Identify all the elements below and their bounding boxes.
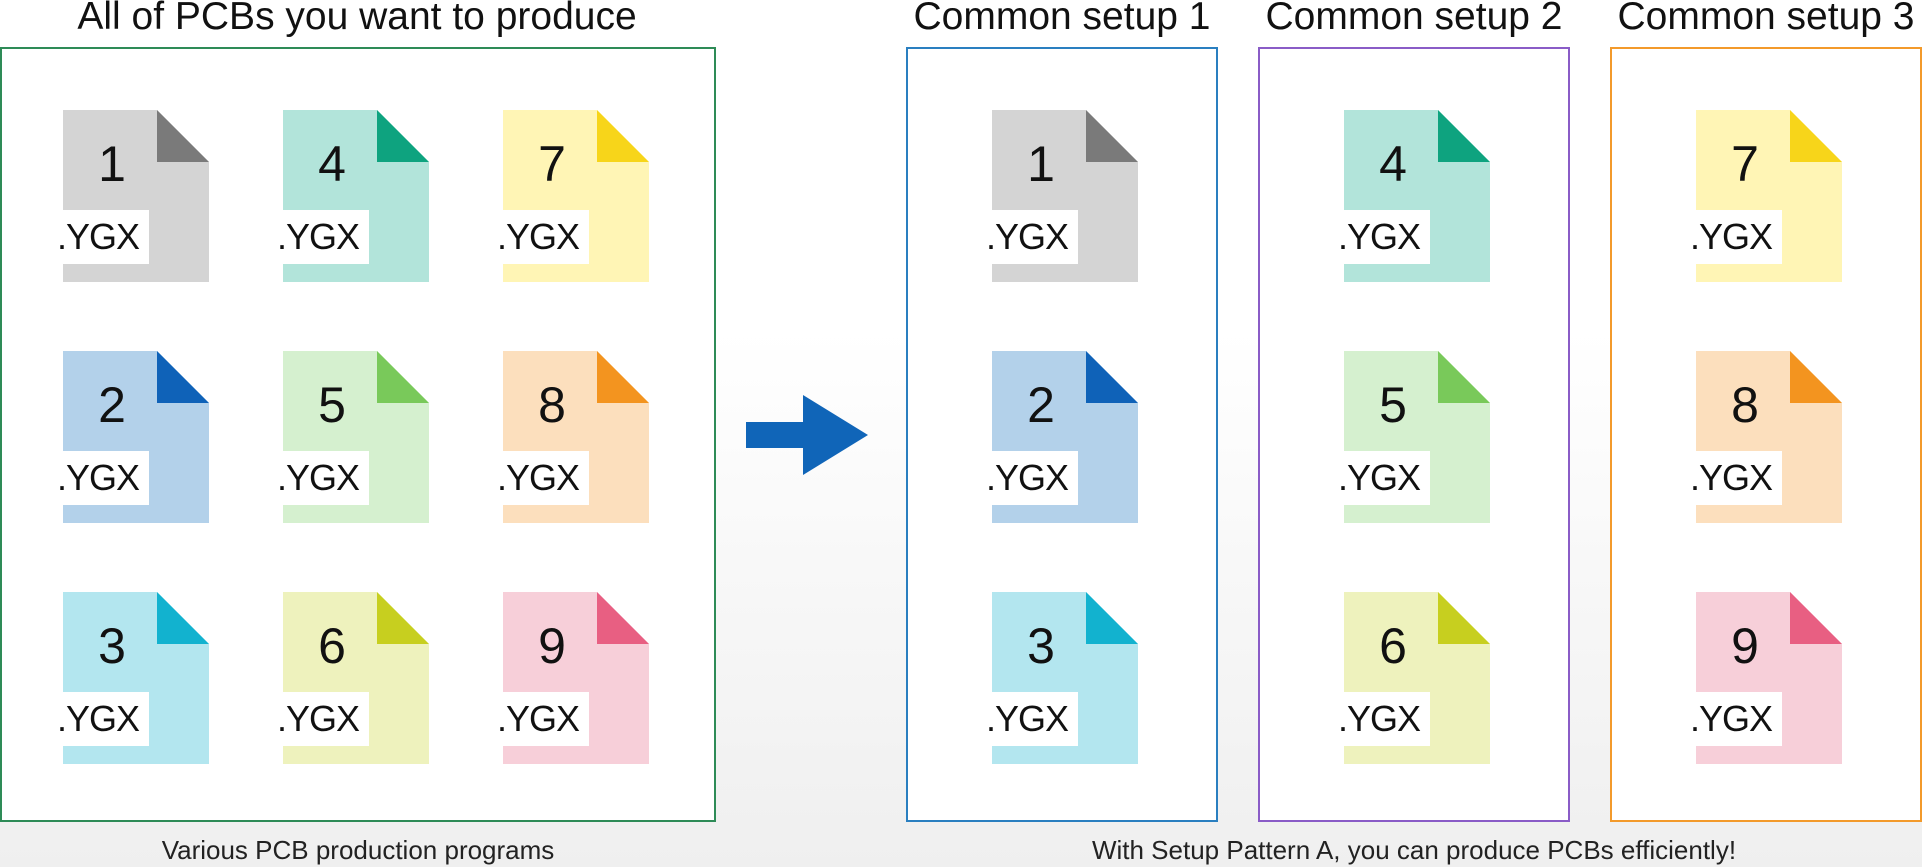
file-number: 2 bbox=[1027, 377, 1055, 433]
setup-1-title: Common setup 1 bbox=[913, 0, 1211, 38]
all-file-1: 1 .YGX bbox=[53, 110, 209, 282]
setup-1-file-1: 1 .YGX bbox=[982, 110, 1138, 282]
document-corner-fold bbox=[1438, 592, 1490, 644]
document-corner-fold bbox=[377, 110, 429, 162]
document-corner-fold bbox=[1790, 110, 1842, 162]
file-extension-label: .YGX bbox=[53, 451, 149, 505]
right-caption: With Setup Pattern A, you can produce PC… bbox=[1091, 835, 1737, 865]
document-corner-fold bbox=[1438, 351, 1490, 403]
file-extension-label: .YGX bbox=[1686, 210, 1782, 264]
file-number: 1 bbox=[98, 136, 126, 192]
document-corner-fold bbox=[157, 351, 209, 403]
document-corner-fold bbox=[377, 351, 429, 403]
file-number: 7 bbox=[538, 136, 566, 192]
document-corner-fold bbox=[157, 110, 209, 162]
file-extension-label: .YGX bbox=[493, 451, 589, 505]
file-number: 9 bbox=[538, 618, 566, 674]
file-number: 2 bbox=[98, 377, 126, 433]
setup-1-file-3: 3 .YGX bbox=[982, 592, 1138, 764]
document-corner-fold bbox=[597, 592, 649, 644]
setup-2-file-5: 5 .YGX bbox=[1334, 351, 1490, 523]
file-extension-label: .YGX bbox=[53, 692, 149, 746]
setup-2-title: Common setup 2 bbox=[1265, 0, 1563, 38]
document-corner-fold bbox=[597, 351, 649, 403]
file-extension-label: .YGX bbox=[982, 210, 1078, 264]
file-number: 4 bbox=[318, 136, 346, 192]
document-corner-fold bbox=[1086, 592, 1138, 644]
file-extension-label: .YGX bbox=[493, 692, 589, 746]
all-file-4: 4 .YGX bbox=[273, 110, 429, 282]
all-file-3: 3 .YGX bbox=[53, 592, 209, 764]
all-file-6: 6 .YGX bbox=[273, 592, 429, 764]
file-number: 7 bbox=[1731, 136, 1759, 192]
file-number: 6 bbox=[318, 618, 346, 674]
document-corner-fold bbox=[1086, 110, 1138, 162]
setup-3-title: Common setup 3 bbox=[1617, 0, 1915, 38]
file-extension-label: .YGX bbox=[1334, 692, 1430, 746]
file-extension-label: .YGX bbox=[273, 692, 369, 746]
file-extension-label: .YGX bbox=[53, 210, 149, 264]
file-number: 4 bbox=[1379, 136, 1407, 192]
file-number: 3 bbox=[1027, 618, 1055, 674]
setup-2-file-6: 6 .YGX bbox=[1334, 592, 1490, 764]
document-corner-fold bbox=[1790, 592, 1842, 644]
file-extension-label: .YGX bbox=[493, 210, 589, 264]
document-corner-fold bbox=[1790, 351, 1842, 403]
file-number: 3 bbox=[98, 618, 126, 674]
document-corner-fold bbox=[1086, 351, 1138, 403]
setup-3-file-7: 7 .YGX bbox=[1686, 110, 1842, 282]
all-file-9: 9 .YGX bbox=[493, 592, 649, 764]
document-corner-fold bbox=[597, 110, 649, 162]
file-extension-label: .YGX bbox=[273, 451, 369, 505]
file-extension-label: .YGX bbox=[982, 692, 1078, 746]
file-number: 8 bbox=[538, 377, 566, 433]
all-file-2: 2 .YGX bbox=[53, 351, 209, 523]
file-extension-label: .YGX bbox=[1334, 451, 1430, 505]
document-corner-fold bbox=[377, 592, 429, 644]
left-caption: Various PCB production programs bbox=[161, 835, 555, 865]
file-number: 9 bbox=[1731, 618, 1759, 674]
all-pcbs-title: All of PCBs you want to produce bbox=[77, 0, 637, 38]
setup-1-file-2: 2 .YGX bbox=[982, 351, 1138, 523]
file-extension-label: .YGX bbox=[1334, 210, 1430, 264]
file-extension-label: .YGX bbox=[1686, 451, 1782, 505]
file-extension-label: .YGX bbox=[1686, 692, 1782, 746]
file-number: 5 bbox=[318, 377, 346, 433]
file-number: 6 bbox=[1379, 618, 1407, 674]
document-corner-fold bbox=[157, 592, 209, 644]
setup-3-file-8: 8 .YGX bbox=[1686, 351, 1842, 523]
file-extension-label: .YGX bbox=[273, 210, 369, 264]
setup-3-file-9: 9 .YGX bbox=[1686, 592, 1842, 764]
right-arrow-icon bbox=[746, 395, 868, 475]
document-corner-fold bbox=[1438, 110, 1490, 162]
all-file-5: 5 .YGX bbox=[273, 351, 429, 523]
setup-2-file-4: 4 .YGX bbox=[1334, 110, 1490, 282]
all-file-7: 7 .YGX bbox=[493, 110, 649, 282]
file-number: 8 bbox=[1731, 377, 1759, 433]
file-number: 1 bbox=[1027, 136, 1055, 192]
file-extension-label: .YGX bbox=[982, 451, 1078, 505]
file-number: 5 bbox=[1379, 377, 1407, 433]
all-file-8: 8 .YGX bbox=[493, 351, 649, 523]
